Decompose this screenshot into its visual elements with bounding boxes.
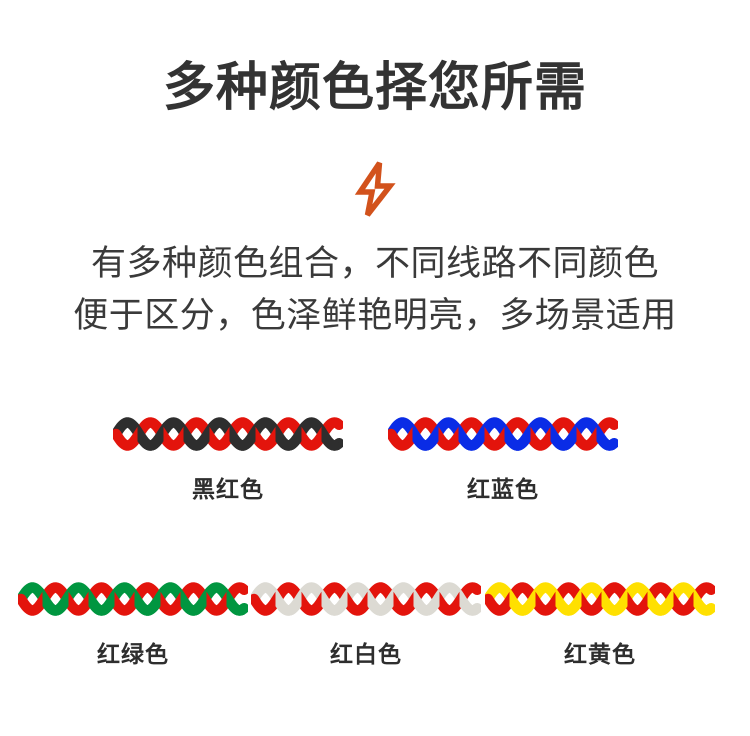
swatch-label: 红绿色: [97, 641, 169, 667]
twisted-wire-graphic: [388, 417, 618, 451]
swatch-label: 红蓝色: [467, 476, 539, 502]
page-title: 多种颜色择您所需: [162, 59, 587, 117]
swatch-red-white: 红白色: [251, 573, 481, 669]
twisted-wire-graphic: [113, 417, 343, 451]
subtitle-line-1: 有多种颜色组合，不同线路不同颜色: [90, 244, 659, 283]
twisted-wire-graphic: [485, 582, 715, 616]
twisted-wire-graphic: [18, 582, 248, 616]
swatch-red-yellow: 红黄色: [485, 573, 715, 669]
twisted-wire-graphic: [251, 582, 481, 616]
swatch-label: 黑红色: [192, 476, 264, 502]
subtitle-line-2: 便于区分，色泽鲜艳明亮，多场景适用: [73, 296, 677, 335]
swatch-label: 红黄色: [564, 641, 636, 667]
swatch-red-green: 红绿色: [18, 573, 248, 669]
lightning-bolt-icon: [352, 160, 398, 218]
swatch-black-red: 黑红色: [113, 408, 343, 504]
swatch-label: 红白色: [330, 641, 402, 667]
swatch-red-blue: 红蓝色: [388, 408, 618, 504]
subtitle: 有多种颜色组合，不同线路不同颜色 便于区分，色泽鲜艳明亮，多场景适用: [0, 238, 750, 342]
bolt-icon-container: [0, 160, 750, 218]
